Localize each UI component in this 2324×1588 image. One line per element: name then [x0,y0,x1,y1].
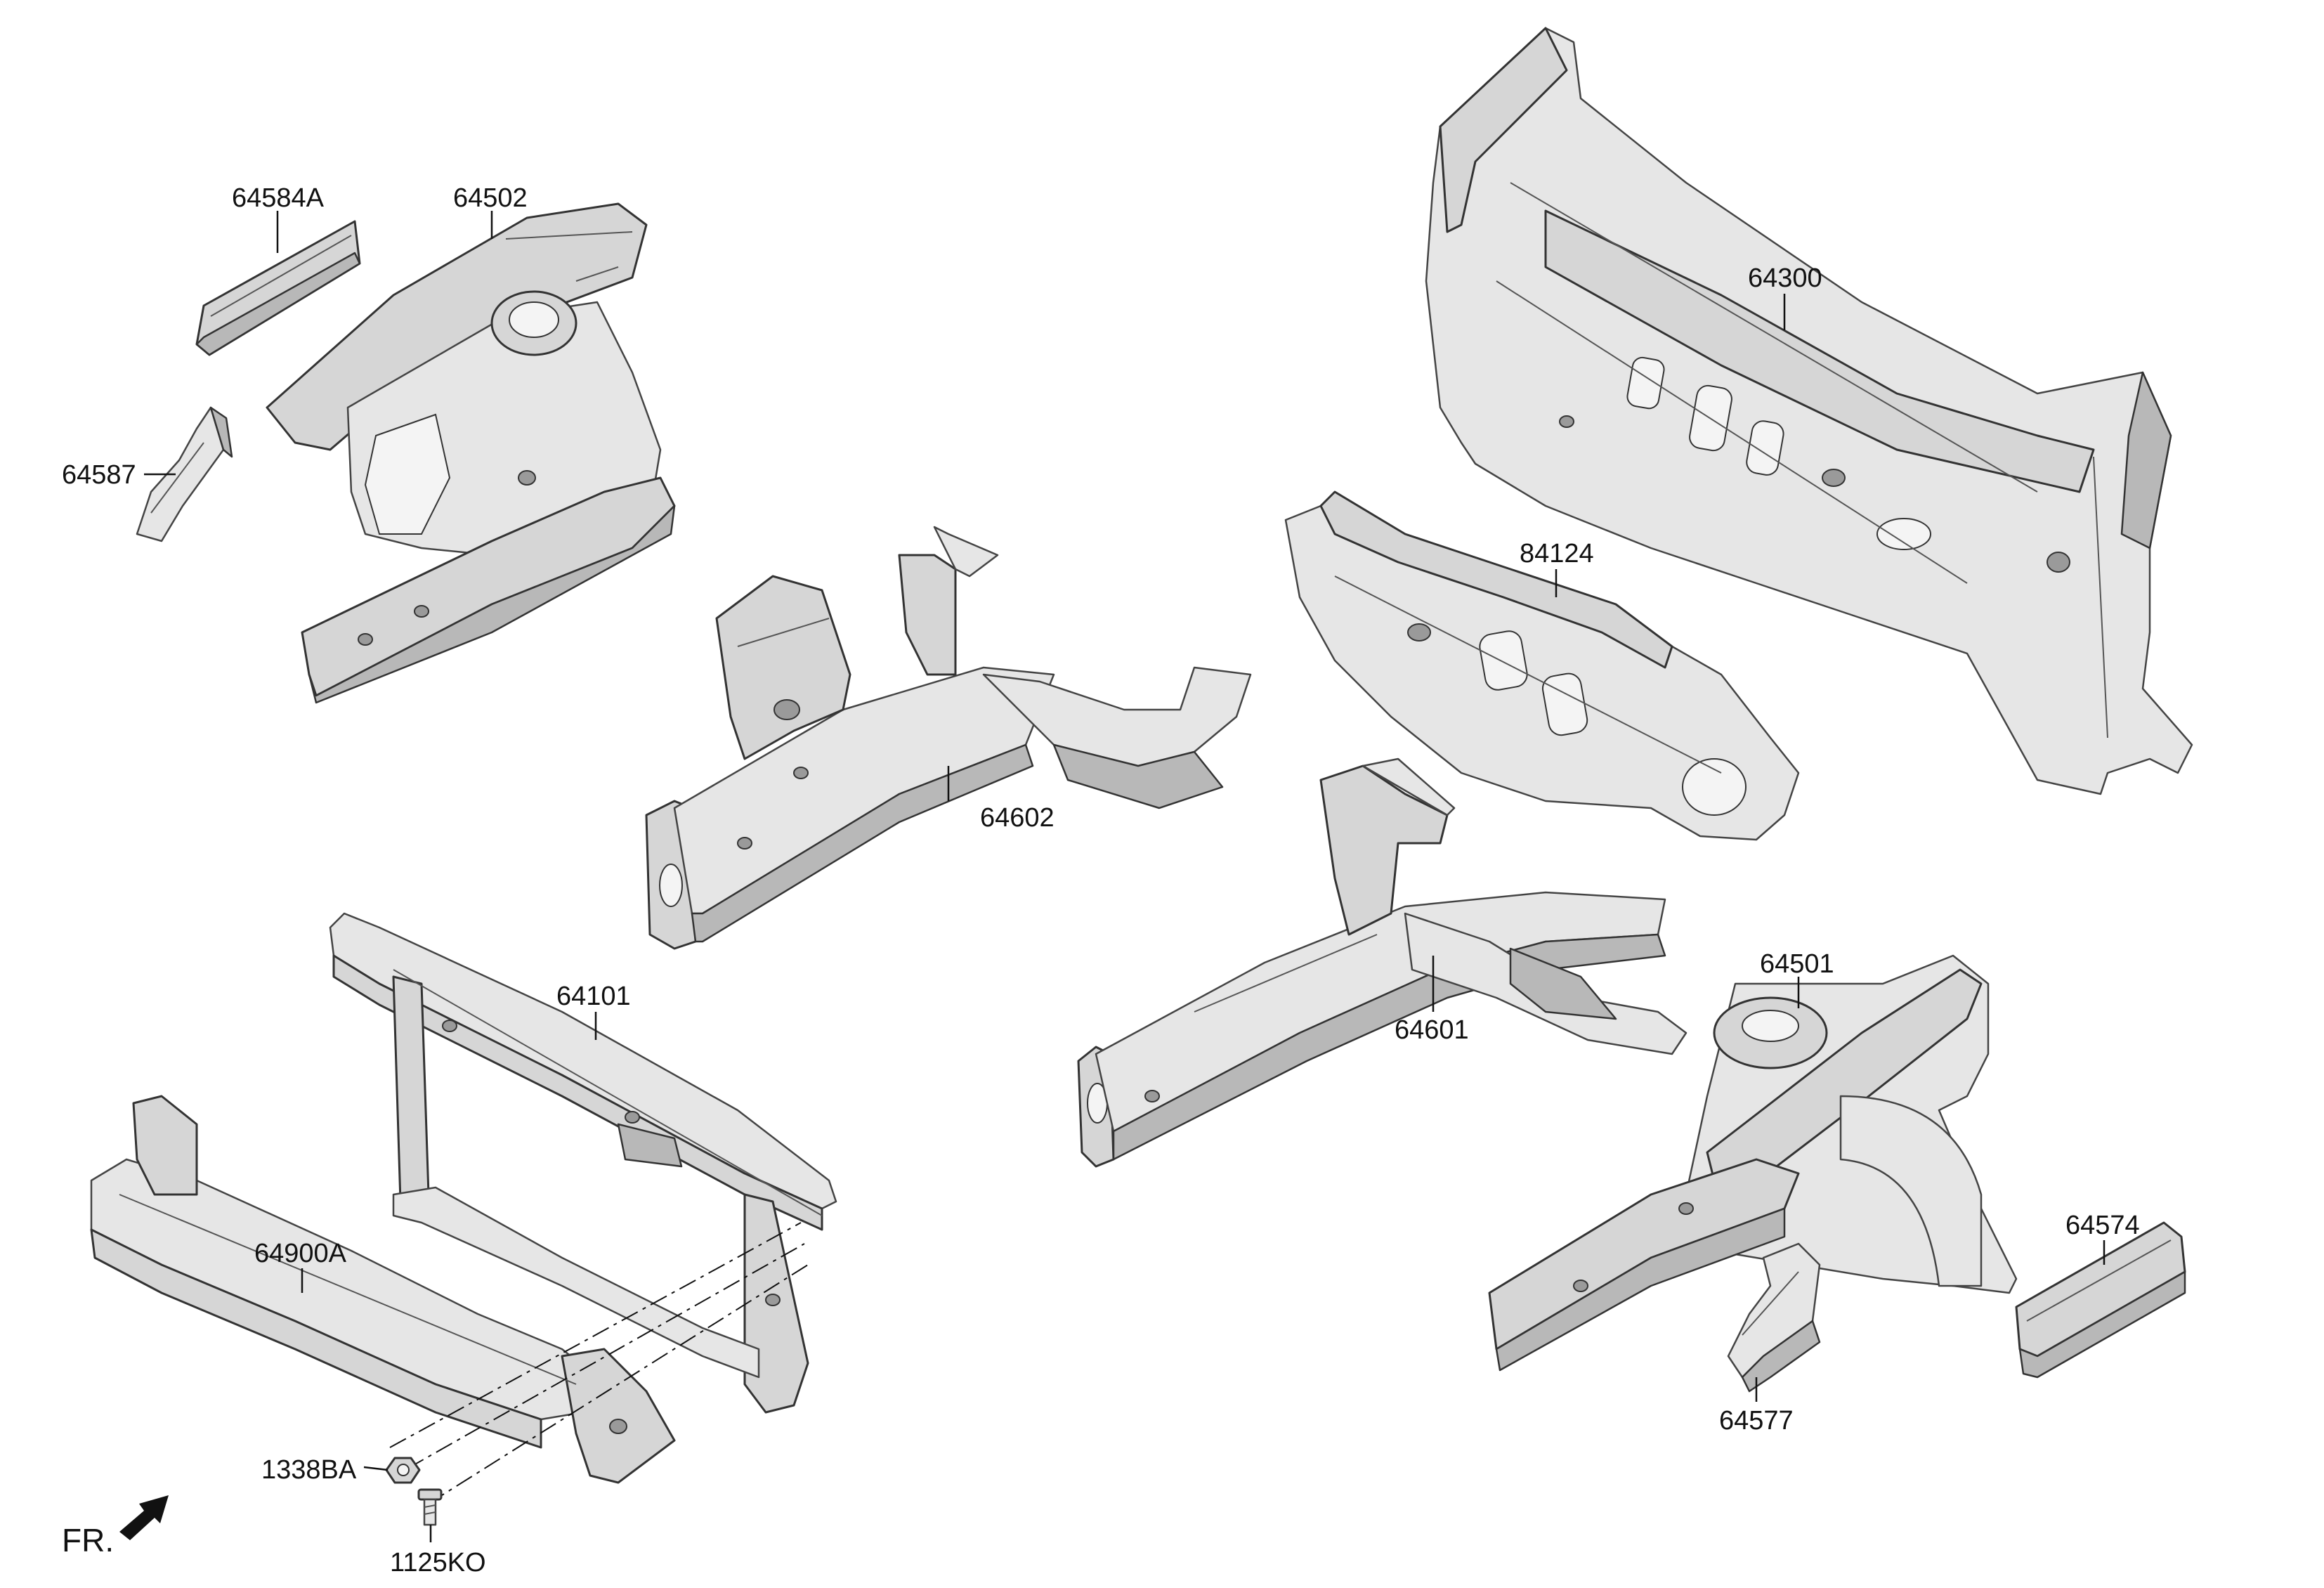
bolt-1125KO[interactable] [417,1488,443,1526]
part-64577[interactable] [1727,1242,1821,1393]
label-64577: 64577 [1719,1406,1794,1436]
label-64601: 64601 [1395,1015,1469,1045]
mounting-center-lines [389,1222,809,1504]
label-1125KO: 1125KO [390,1548,486,1577]
part-64101[interactable] [329,912,837,1414]
label-84124: 84124 [1520,539,1594,568]
part-84124[interactable] [1284,490,1800,841]
front-label: FR. [62,1522,114,1558]
label-64300: 64300 [1748,263,1822,293]
label-64101: 64101 [556,982,631,1011]
label-64900A: 64900A [254,1239,347,1268]
front-indicator: FR. [62,1495,169,1558]
label-64501: 64501 [1760,949,1834,979]
label-64602: 64602 [980,803,1055,833]
label-64584A: 64584A [232,183,325,213]
nut-1338BA[interactable] [385,1457,421,1484]
leader-lines [144,211,2106,1542]
label-64587: 64587 [62,460,136,490]
part-64501[interactable] [1488,954,2018,1372]
arrow-left-down-icon [119,1495,169,1540]
label-64502: 64502 [453,183,528,213]
part-64601[interactable] [1077,757,1687,1168]
part-64602[interactable] [645,526,1252,950]
part-64900A[interactable] [90,1095,676,1484]
part-64502[interactable] [266,202,676,704]
label-64574: 64574 [2065,1211,2140,1240]
part-64587[interactable] [136,406,233,542]
label-1338BA: 1338BA [261,1455,357,1485]
part-labels: 64584A 64502 64587 64300 84124 64602 641… [62,183,2140,1577]
part-64584A[interactable] [195,220,361,356]
part-64300[interactable] [1425,27,2193,795]
part-64574[interactable] [2015,1221,2186,1379]
